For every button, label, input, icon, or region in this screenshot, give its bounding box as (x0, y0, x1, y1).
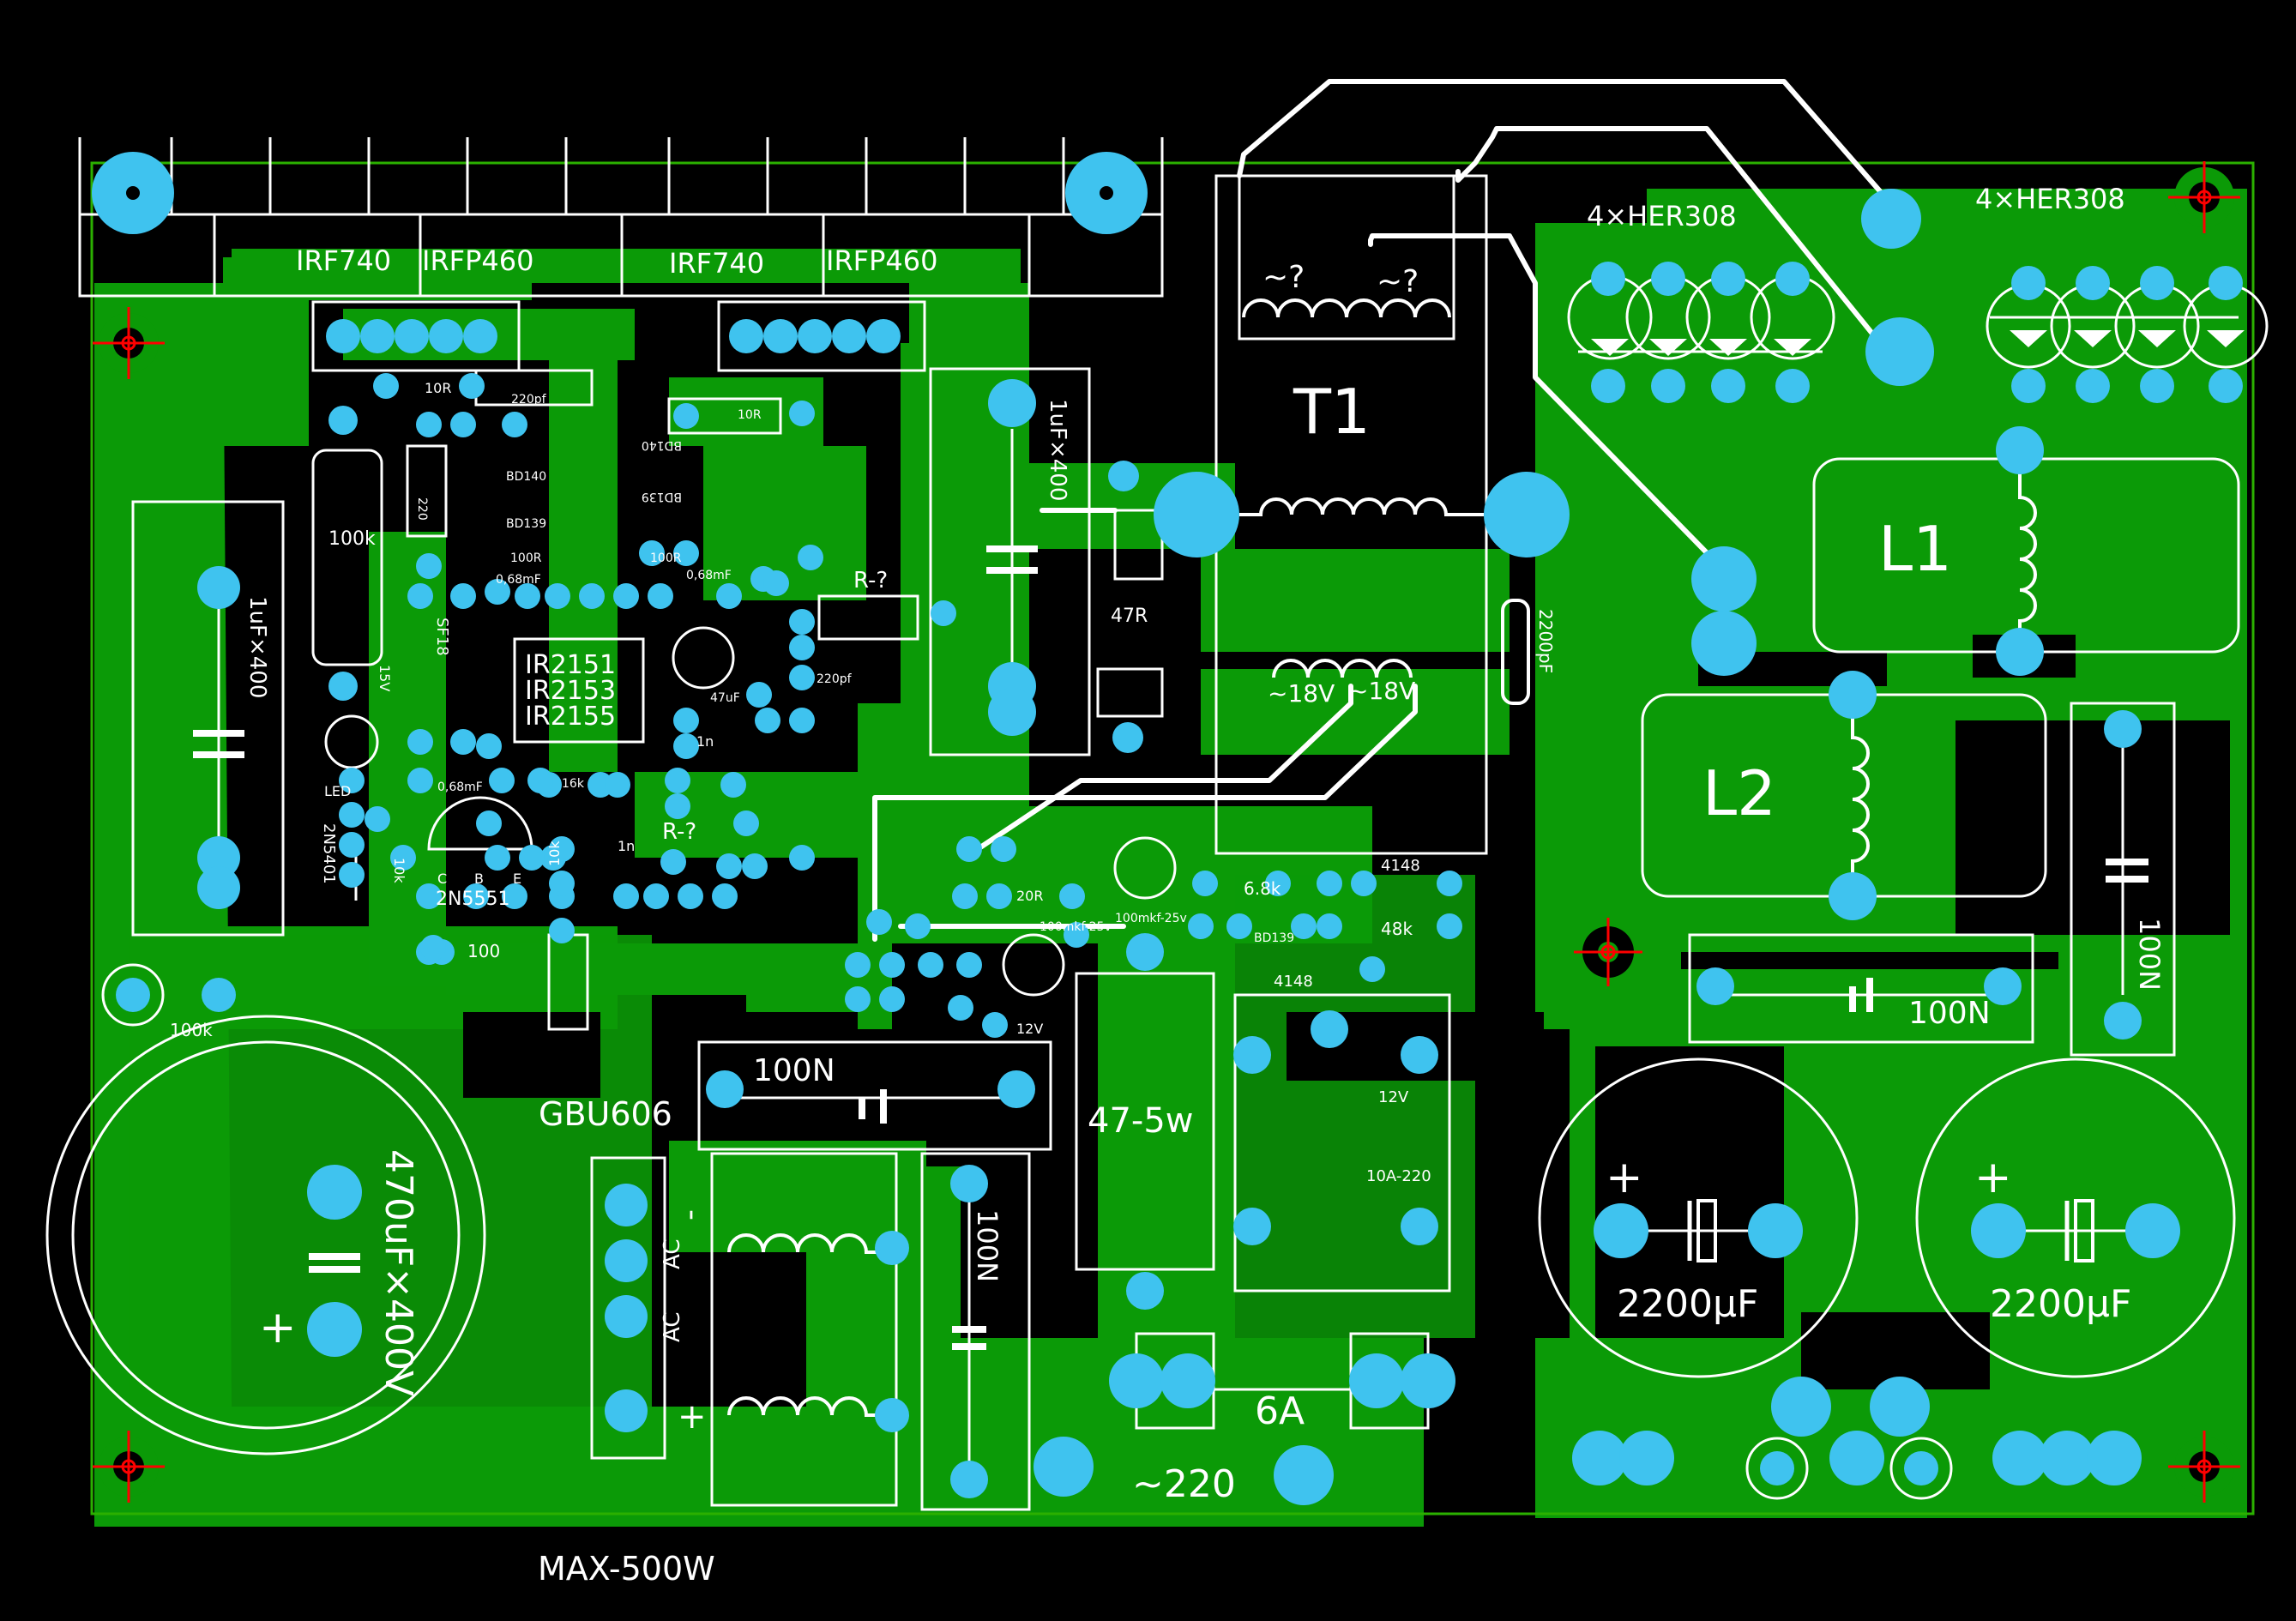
label-led: LED (324, 783, 351, 799)
label-r-unknown-a: R-? (853, 568, 888, 594)
label-r10k-a: 10k (391, 858, 407, 883)
label-r48k: 48k (1381, 919, 1413, 939)
label-irfp460-a: IRFP460 (422, 244, 533, 277)
label-irfp460-b: IRFP460 (826, 244, 937, 277)
label-ir2151: IR2151 (525, 650, 616, 680)
her308-diodes (1591, 330, 2245, 356)
label-c47uf: 47uF (710, 691, 740, 705)
label-12v: 12V (1016, 1021, 1043, 1037)
text-labels: IRF740 IRFP460 IRF740 IRFP460 10R 220pf … (170, 183, 2166, 1588)
heatsink-fins (170, 137, 1065, 296)
label-t1-18v-b: ~18V (1348, 677, 1415, 705)
label-r220: 220 (415, 497, 429, 521)
label-c068-a: 0,68mF (496, 573, 541, 587)
label-r100r-a: 100R (510, 551, 542, 565)
label-pin-c: C (437, 871, 447, 887)
label-her308-b: 4×HER308 (1975, 183, 2125, 215)
label-100n-c: 100N (753, 1053, 835, 1088)
label-4148-a: 4148 (1381, 857, 1420, 875)
label-ir2155: IR2155 (525, 702, 616, 732)
label-r100k-a: 100k (328, 528, 376, 550)
label-r10r-a: 10R (425, 380, 451, 396)
pads (92, 152, 2243, 1505)
label-1uf-b: 1uF×400 (1045, 399, 1070, 501)
board-title: MAX-500W (538, 1550, 715, 1588)
label-1n-a: 1n (696, 733, 714, 750)
label-br-plus: + (678, 1397, 707, 1437)
label-mains: ~220 (1132, 1462, 1236, 1506)
label-plus-main: + (259, 1302, 297, 1353)
label-relay-12v: 12V (1378, 1088, 1409, 1106)
label-her308-a: 4×HER308 (1587, 200, 1737, 232)
label-fuse: 6A (1255, 1389, 1305, 1433)
label-2200uf-b: 2200µF (1990, 1282, 2131, 1326)
label-c220pf-b: 220pf (817, 672, 853, 686)
label-r10k-b: 10k (546, 841, 563, 866)
label-irf740-a: IRF740 (296, 244, 391, 277)
coil-symbols (727, 298, 2037, 1417)
label-l2: L2 (1702, 757, 1776, 829)
label-t1-tap-b: ~? (1377, 264, 1419, 299)
mounting-holes (93, 161, 2240, 1503)
label-t1: T1 (1293, 376, 1371, 448)
label-r20r: 20R (1016, 888, 1043, 904)
label-47-5w: 47-5w (1088, 1101, 1194, 1141)
large-pads (116, 189, 2243, 1505)
label-bd140-a: BD140 (506, 470, 546, 484)
label-15v: 15V (377, 665, 393, 691)
label-1n-b: 1n (618, 838, 635, 854)
label-470uf: 470uF×400V (377, 1149, 420, 1396)
label-pin-e: E (513, 871, 521, 887)
label-bd139-b: BD139 (642, 490, 682, 503)
small-pads (328, 373, 1462, 1038)
jumper-wires (872, 79, 1907, 942)
label-c220pf-a: 220pf (511, 393, 547, 407)
cap-leads (217, 316, 2239, 1475)
label-br-ac-b: AC (660, 1312, 685, 1342)
label-100mkf-b: 100mkf-25v (1115, 912, 1187, 925)
label-r10r-b: 10R (738, 408, 762, 422)
label-1uf-a: 1uF×400 (244, 596, 270, 698)
label-br-minus: - (675, 1209, 710, 1220)
label-plus-b: + (1974, 1152, 2012, 1203)
label-r100r-b: 100R (650, 551, 682, 565)
label-c068-c: 0,68mF (437, 780, 483, 794)
label-r47r: 47R (1111, 606, 1148, 627)
heatsink-mount-pads (92, 152, 1148, 234)
transistor-pads (326, 319, 901, 353)
label-t1-tap-a: ~? (1262, 260, 1305, 295)
label-100n-b: 100N (2133, 918, 2166, 991)
label-br-ac-a: AC (660, 1239, 685, 1269)
label-2n5401: 2N5401 (320, 823, 338, 884)
label-100n-a: 100N (1908, 996, 1991, 1031)
label-2n5551: 2N5551 (436, 889, 509, 910)
label-100n-d: 100N (971, 1209, 1003, 1282)
label-4148-b: 4148 (1274, 973, 1313, 991)
label-sf18: SF18 (433, 618, 451, 656)
label-bd140-b: BD140 (642, 438, 682, 452)
label-irf740-b: IRF740 (669, 247, 764, 280)
label-r-unknown-b: R-? (662, 819, 696, 845)
label-2200uf-a: 2200µF (1617, 1282, 1758, 1326)
label-l1: L1 (1878, 513, 1952, 585)
copper-layer (94, 189, 2247, 1527)
label-gbu606: GBU606 (539, 1095, 672, 1133)
label-t1-18v-a: ~18V (1268, 679, 1335, 708)
label-bd139-c: BD139 (1254, 931, 1294, 945)
label-r100k-b: 100k (170, 1020, 213, 1040)
label-pin-b: B (474, 871, 484, 887)
label-c2200pf: 2200pF (1535, 609, 1556, 673)
label-r16k: 16k (562, 777, 585, 791)
label-relay-rating: 10A-220 (1366, 1167, 1431, 1185)
label-c068-b: 0,68mF (686, 569, 732, 582)
label-r100: 100 (467, 941, 500, 961)
label-r68k: 6.8k (1244, 878, 1281, 899)
label-bd139-a: BD139 (506, 517, 546, 531)
label-100mkf-a: 100mkf-25v (1040, 920, 1112, 934)
label-plus-a: + (1606, 1152, 1643, 1203)
label-ir2153: IR2153 (525, 676, 616, 706)
